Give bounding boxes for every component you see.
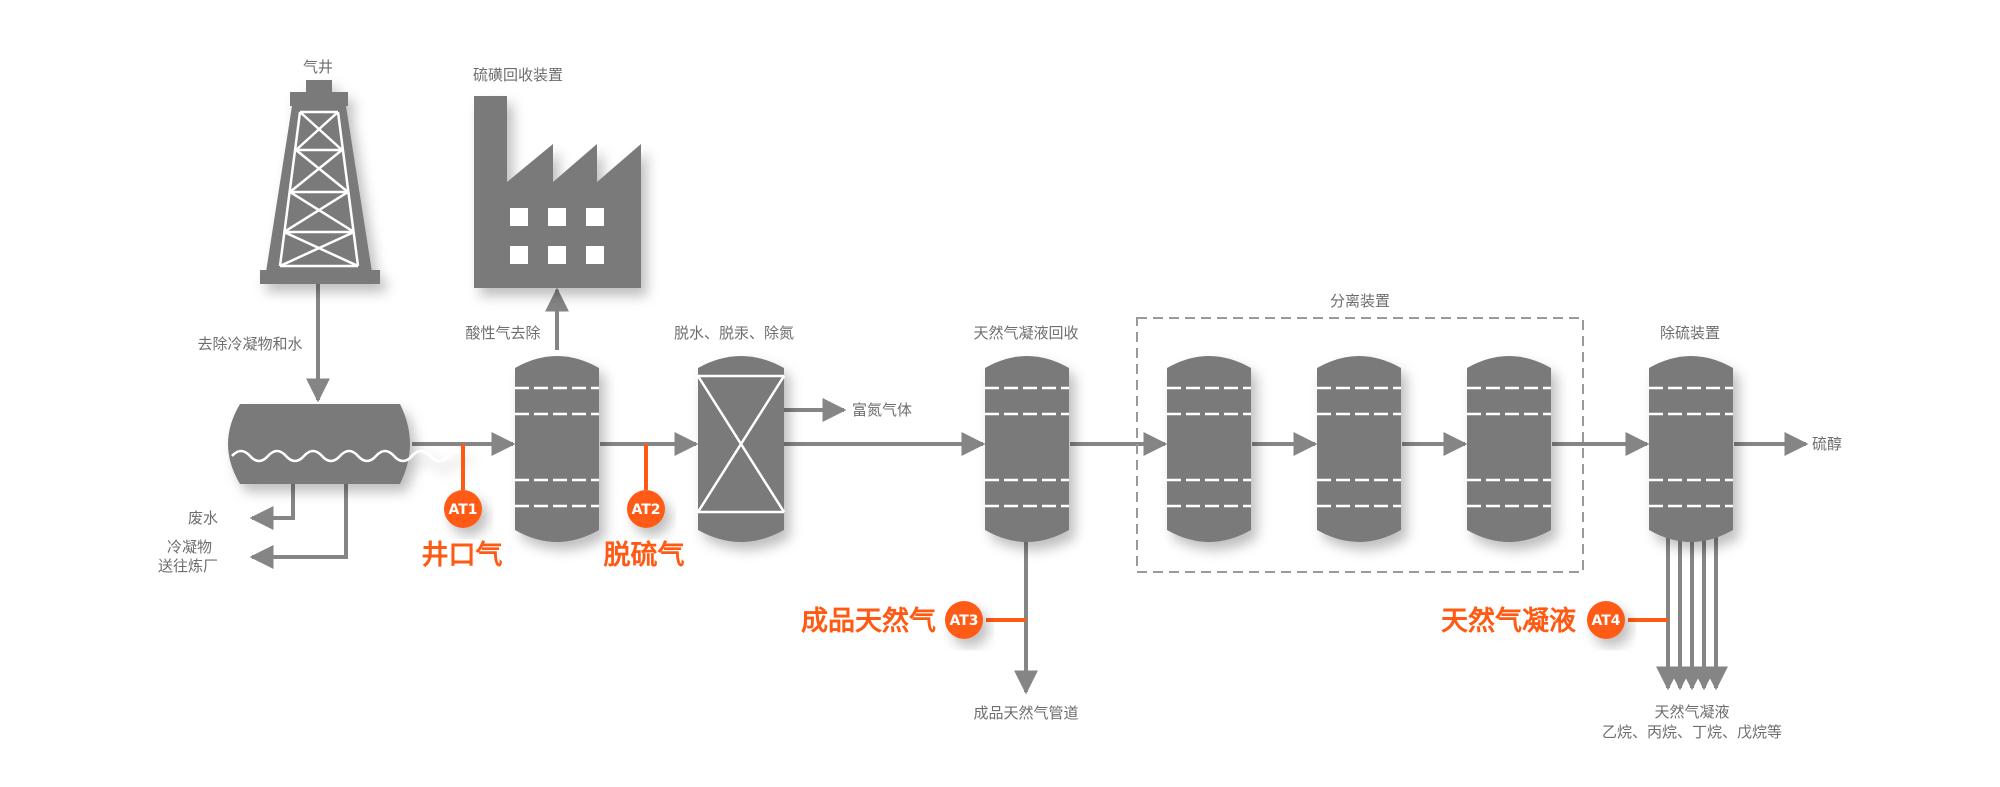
label-ngl-recovery: 天然气凝液回收 [973,324,1078,342]
label-waste-water: 废水 [188,509,218,527]
label-ngl-out-2: 乙烷、丙烷、丁烷、戊烷等 [1602,723,1782,741]
column-icon [1647,354,1735,544]
label-separation-unit: 分离装置 [1330,292,1390,310]
label-mercaptan: 硫醇 [1812,435,1842,453]
label-gas-well: 气井 [303,58,333,76]
column-icon [1465,354,1553,544]
label-acid-gas-removal: 酸性气去除 [465,324,540,342]
analyzer-at2-id: AT2 [631,502,660,518]
analyzer-at1[interactable]: AT1 [444,490,482,528]
packed-bed-icon [696,356,786,542]
factory-icon [474,96,641,288]
label-desulfurization-unit: 除硫装置 [1660,324,1720,342]
analyzer-at3[interactable]: AT3 [945,601,983,639]
analyzer-at3-id: AT3 [949,613,978,629]
separator-vessel-icon [228,404,467,484]
label-remove-condensate-water: 去除冷凝物和水 [197,335,302,353]
label-condensate-2: 送往炼厂 [158,557,218,575]
label-ngl-out-1: 天然气凝液 [1654,703,1729,721]
flow-condensate [249,482,348,569]
label-nitrogen-rich-gas: 富氮气体 [852,401,912,419]
column-icon [983,354,1071,544]
analyzer-at1-id: AT1 [448,502,477,518]
label-dehydration: 脱水、脱汞、除氮 [674,324,794,342]
label-sulfur-recovery: 硫磺回收装置 [473,66,563,84]
label-condensate-1: 冷凝物 [167,538,212,556]
analyzer-at2-label: 脱硫气 [604,539,685,571]
analyzer-at1-label: 井口气 [422,540,503,571]
column-icon [513,354,601,544]
analyzer-at3-label: 成品天然气 [801,605,936,637]
analyzer-at4-label: 天然气凝液 [1441,605,1576,637]
analyzer-at4-id: AT4 [1591,613,1620,629]
label-product-pipeline: 成品天然气管道 [973,704,1078,722]
analyzer-at4[interactable]: AT4 [1587,601,1625,639]
flow-waste-water [249,482,295,530]
flow-lines [249,282,1809,695]
column-icon [1165,354,1253,544]
derrick-icon [260,80,380,284]
separation-unit-box [1136,317,1584,573]
analyzer-at2[interactable]: AT2 [627,490,665,528]
column-icon [1315,354,1403,544]
